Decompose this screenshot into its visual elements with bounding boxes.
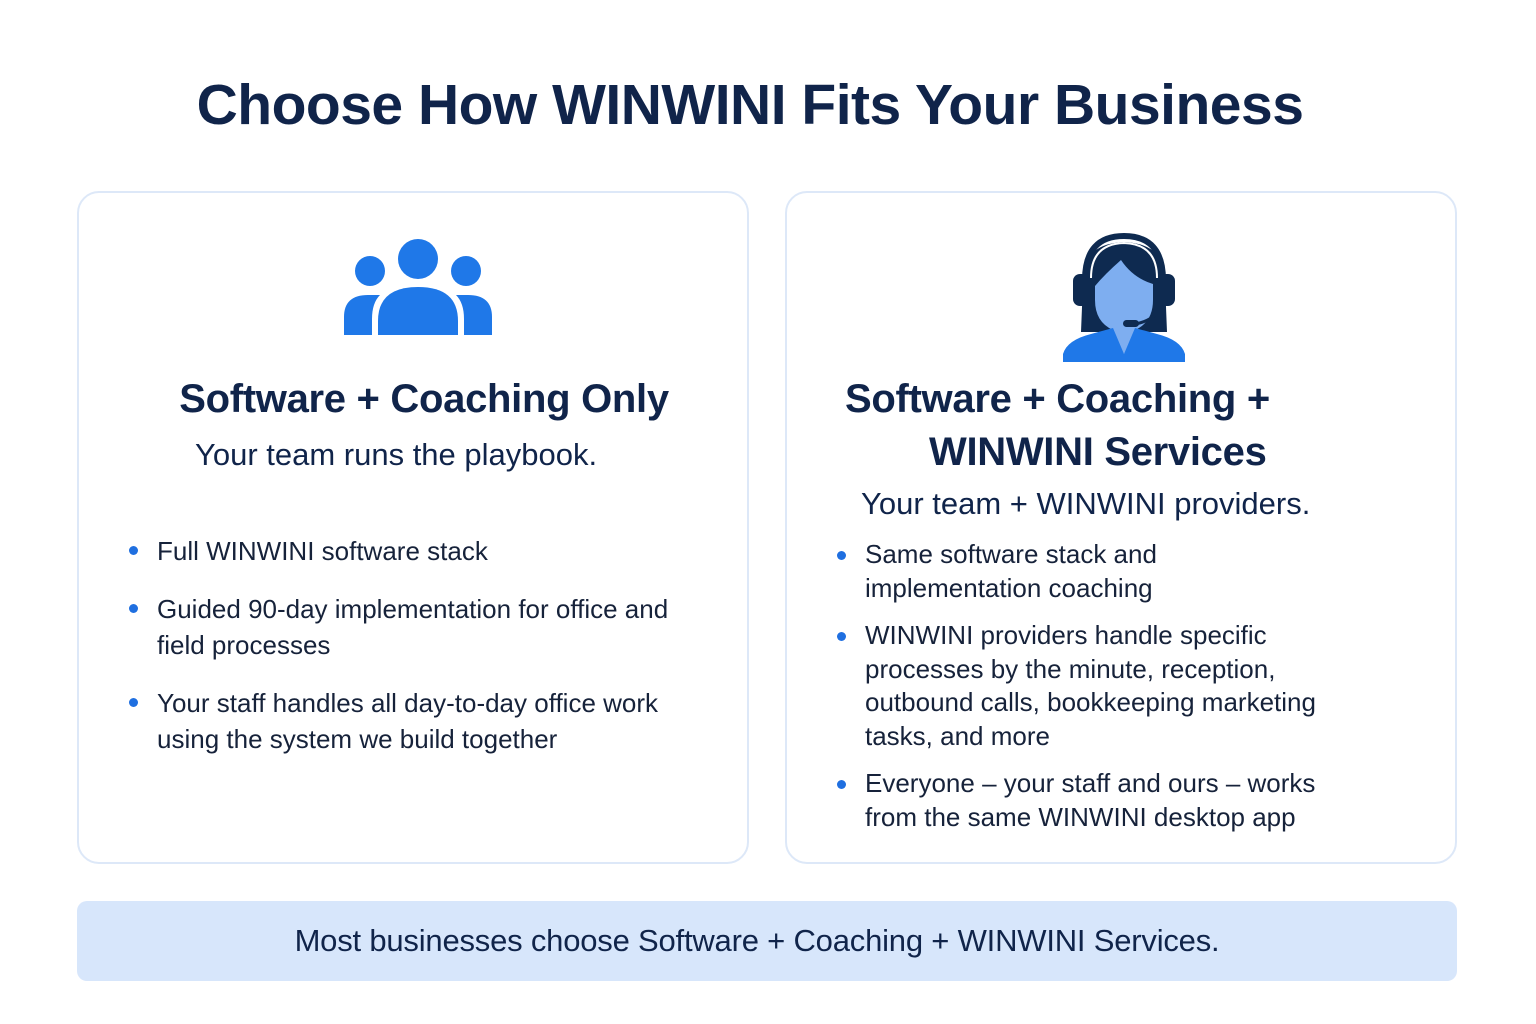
option-subtitle: Your team runs the playbook. bbox=[195, 437, 598, 472]
bullet-dot-icon bbox=[129, 698, 138, 707]
team-group-icon bbox=[342, 239, 494, 339]
recommendation-text: Most businesses choose Software + Coachi… bbox=[294, 923, 1220, 958]
recommendation-banner: Most businesses choose Software + Coachi… bbox=[77, 901, 1457, 981]
feature-list: Same software stack and implementation c… bbox=[833, 538, 1413, 848]
bullet-dot-icon bbox=[129, 546, 138, 555]
option-title: Software + Coaching + WINWINI Services bbox=[845, 377, 1270, 474]
headset-agent-icon bbox=[1061, 230, 1187, 362]
feature-item: Full WINWINI software stack bbox=[125, 533, 705, 569]
bullet-dot-icon bbox=[129, 604, 138, 613]
feature-item: Same software stack and implementation c… bbox=[833, 538, 1173, 605]
page-title: Choose How WINWINI Fits Your Business bbox=[196, 73, 1304, 137]
option-card-software-coaching-services: Software + Coaching + WINWINI Services Y… bbox=[785, 191, 1457, 864]
feature-list: Full WINWINI software stack Guided 90-da… bbox=[125, 533, 705, 779]
option-card-software-coaching-only: Software + Coaching Only Your team runs … bbox=[77, 191, 749, 864]
feature-item: WINWINI providers handle specific proces… bbox=[833, 619, 1333, 753]
feature-item: Your staff handles all day-to-day office… bbox=[125, 685, 705, 757]
bullet-dot-icon bbox=[837, 632, 846, 641]
option-subtitle: Your team + WINWINI providers. bbox=[861, 486, 1311, 521]
feature-item: Everyone – your staff and ours – works f… bbox=[833, 767, 1353, 834]
option-title: Software + Coaching Only bbox=[179, 377, 669, 421]
bullet-dot-icon bbox=[837, 780, 846, 789]
bullet-dot-icon bbox=[837, 551, 846, 560]
feature-item: Guided 90-day implementation for office … bbox=[125, 591, 705, 663]
